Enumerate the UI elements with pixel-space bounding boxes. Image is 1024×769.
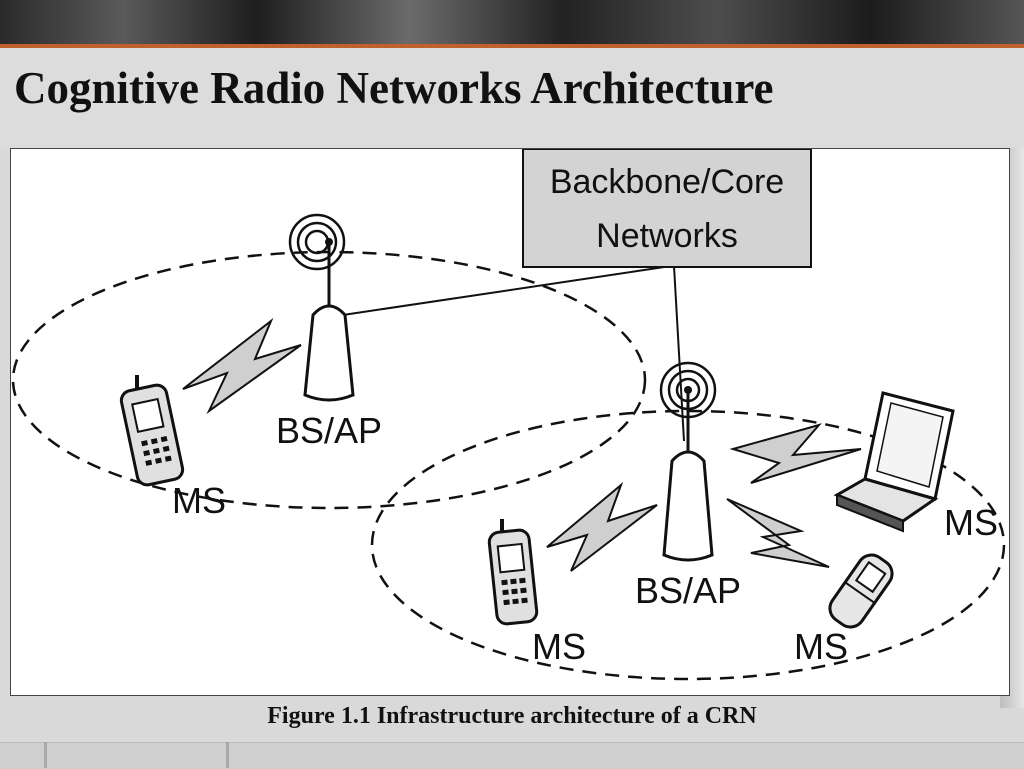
mobile-station-label: MS <box>944 502 998 543</box>
antenna-signal-icon <box>288 213 346 271</box>
base-station-right: BS/AP <box>635 361 741 611</box>
title-band <box>0 48 1024 148</box>
footer-divider <box>226 742 229 768</box>
core-network-label-2: Networks <box>596 217 738 255</box>
base-station-left: BS/AP <box>276 213 382 451</box>
mobile-station-label: MS <box>172 480 226 521</box>
crn-diagram: Backbone/Core Networks BS/AP <box>11 149 1006 681</box>
coverage-area-right <box>370 409 1006 681</box>
base-station-label: BS/AP <box>635 570 741 611</box>
wireless-link-icon <box>726 498 830 568</box>
core-network-box: Backbone/Core Networks <box>522 149 812 268</box>
backbone-link-right <box>673 265 685 442</box>
wireless-link-icon <box>546 481 658 572</box>
figure-panel: Backbone/Core Networks BS/AP <box>10 148 1010 696</box>
tower-icon <box>303 304 355 402</box>
antenna-signal-icon <box>659 361 717 419</box>
wireless-link-icon <box>182 317 302 415</box>
mobile-station-left: MS <box>119 375 226 521</box>
slide-title: Cognitive Radio Networks Architecture <box>14 63 774 113</box>
flip-phone-icon <box>828 553 894 629</box>
cell-phone-icon <box>119 375 185 487</box>
mobile-station-label: MS <box>794 626 848 667</box>
core-network-label-1: Backbone/Core <box>550 163 784 201</box>
cell-phone-icon <box>487 519 539 626</box>
footer-strip <box>0 742 1024 769</box>
mobile-station-flip-phone: MS <box>794 553 894 667</box>
accent-line <box>0 44 1024 48</box>
base-station-label: BS/AP <box>276 410 382 451</box>
figure-caption: Figure 1.1 Infrastructure architecture o… <box>267 703 757 729</box>
mobile-station-bottom: MS <box>487 519 586 667</box>
wireless-link-icon <box>729 423 862 484</box>
tower-icon <box>662 450 714 562</box>
mobile-station-laptop: MS <box>833 391 998 543</box>
footer-divider <box>44 742 47 768</box>
backbone-link-left <box>342 265 672 316</box>
mobile-station-label: MS <box>532 626 586 667</box>
laptop-icon <box>833 391 955 533</box>
decorative-banner <box>0 0 1024 46</box>
